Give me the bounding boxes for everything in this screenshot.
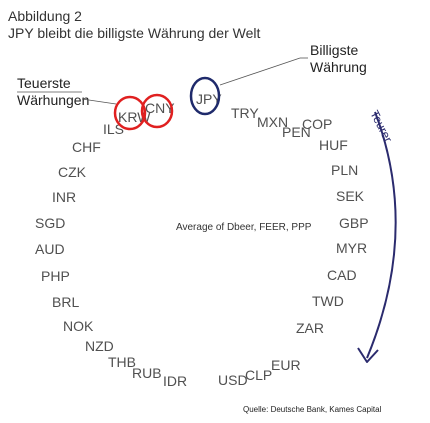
currency-label-huf: HUF	[319, 137, 348, 153]
currency-label-sek: SEK	[336, 188, 365, 204]
source-note: Quelle: Deutsche Bank, Kames Capital	[243, 405, 382, 414]
currency-label-inr: INR	[52, 189, 76, 205]
currency-label-pln: PLN	[331, 162, 358, 178]
currency-label-aud: AUD	[35, 241, 65, 257]
currency-label-zar: ZAR	[296, 320, 324, 336]
chart-title: JPY bleibt die billigste Währung der Wel…	[8, 25, 261, 41]
teurer-arrow: Teurer	[357, 108, 397, 363]
currency-label-nzd: NZD	[85, 338, 114, 354]
currency-label-chf: CHF	[72, 139, 101, 155]
currency-label-thb: THB	[108, 354, 136, 370]
currency-label-try: TRY	[231, 105, 259, 121]
cheapest-annotation: Billigste Währung	[310, 42, 367, 75]
krw-highlight-circle	[113, 95, 147, 131]
expensive-annotation: Teuerste Wärhungen	[17, 75, 90, 108]
jpy-highlight-circle	[189, 76, 221, 116]
currency-label-cny: CNY	[145, 100, 175, 116]
currency-label-brl: BRL	[52, 294, 79, 310]
currency-label-eur: EUR	[271, 357, 301, 373]
currency-label-idr: IDR	[163, 373, 187, 389]
currency-label-php: PHP	[41, 268, 70, 284]
cheapest-leader-line	[219, 57, 301, 86]
currency-label-rub: RUB	[132, 365, 162, 381]
currency-label-sgd: SGD	[35, 215, 65, 231]
currency-label-twd: TWD	[312, 293, 344, 309]
center-note: Average of Dbeer, FEER, PPP	[176, 222, 312, 233]
cny-highlight-circle	[140, 93, 174, 129]
currency-label-cop: COP	[302, 116, 332, 132]
currency-label-myr: MYR	[336, 240, 367, 256]
teurer-arrow-head	[357, 347, 379, 363]
teurer-arrow-label: Teurer	[367, 108, 395, 145]
currency-label-nok: NOK	[63, 318, 94, 334]
annotation-leader-lines	[17, 57, 308, 105]
currency-label-cad: CAD	[327, 267, 357, 283]
expensive-leader-line	[81, 98, 117, 105]
currency-label-czk: CZK	[58, 164, 87, 180]
currency-label-usd: USD	[218, 372, 248, 388]
teurer-arrow-curve	[366, 111, 397, 359]
currency-label-jpy: JPY	[196, 91, 222, 107]
currency-label-mxn: MXN	[257, 114, 288, 130]
currency-label-pen: PEN	[282, 124, 311, 140]
highlight-circles	[113, 76, 221, 131]
figure-label: Abbildung 2	[8, 8, 82, 24]
currency-label-clp: CLP	[245, 367, 272, 383]
currency-label-gbp: GBP	[339, 215, 369, 231]
